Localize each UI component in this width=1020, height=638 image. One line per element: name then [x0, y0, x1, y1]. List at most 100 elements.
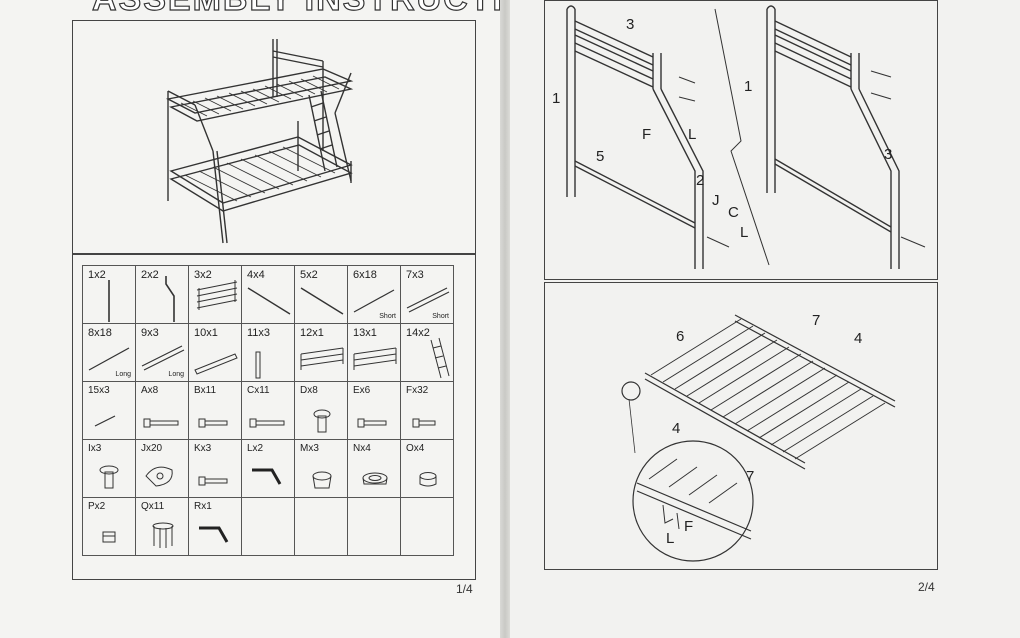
bed-illustration-frame — [72, 20, 476, 254]
foot-cap-icon — [312, 471, 332, 489]
part-label: 8x18 — [88, 327, 112, 339]
part-cell: Jx20 — [135, 439, 189, 498]
part-label: 14x2 — [406, 327, 430, 339]
part-label: Ax8 — [141, 385, 159, 396]
bolt-icon — [198, 418, 228, 428]
slat-clip-icon — [152, 522, 174, 548]
bolt-icon — [357, 418, 387, 428]
callout-top-5: 5 — [596, 148, 605, 165]
parts-row: 15x3 Ax8 Bx11 Cx11 Dx8 Ex6 Fx32 — [82, 381, 454, 440]
square-cap-icon — [102, 531, 116, 543]
part-cell: Bx11 — [188, 381, 242, 440]
part-label: Cx11 — [247, 385, 270, 396]
guard-rail-icon — [300, 347, 344, 370]
callout-top-f: F — [642, 126, 652, 143]
callout-bottom-4: 4 — [854, 330, 863, 347]
slat-assembly-diagram — [621, 314, 896, 562]
part-cell — [294, 497, 348, 556]
part-label: Ex6 — [353, 385, 371, 396]
callout-bottom-f: F — [684, 518, 694, 535]
callout-top-j: J — [712, 192, 720, 209]
side-rail-icon — [247, 287, 291, 315]
slat-icon — [353, 289, 395, 313]
part-label: Dx8 — [300, 385, 318, 396]
part-cell — [400, 497, 454, 556]
slat-icon — [88, 347, 130, 371]
parts-table-frame — [72, 254, 476, 580]
guard-rail-icon — [353, 347, 397, 370]
binding-gutter — [500, 0, 510, 638]
part-label: 7x3 — [406, 269, 424, 281]
part-label: Fx32 — [406, 385, 429, 396]
callout-top-1: 1 — [552, 90, 561, 107]
part-label: 6x18 — [353, 269, 377, 281]
rod-icon — [94, 415, 116, 427]
part-cell: 10x1 — [188, 323, 242, 382]
page-number-left: 1/4 — [456, 582, 473, 596]
part-cell: 12x1 — [294, 323, 348, 382]
part-cell: 13x1 — [347, 323, 401, 382]
part-variant: Short — [379, 313, 396, 320]
callout-top-3: 3 — [626, 16, 635, 33]
callout-bottom-7-lower: 7 — [746, 468, 755, 485]
part-label: Lx2 — [247, 443, 264, 454]
part-cell: Lx2 — [241, 439, 295, 498]
part-cell: 5x2 — [294, 265, 348, 324]
callout-top-l: L — [688, 126, 697, 143]
callout-top-l2: L — [740, 224, 749, 241]
long-bolt-icon — [143, 418, 179, 428]
allen-key-icon — [199, 526, 229, 543]
short-tube-icon — [255, 351, 261, 379]
callout-bottom-l: L — [666, 530, 675, 547]
slat-assembly-frame — [544, 282, 938, 570]
part-label: Nx4 — [353, 443, 371, 454]
headboard-assembly-diagram — [566, 5, 926, 269]
page-number-right: 2/4 — [918, 580, 935, 594]
part-label: Mx3 — [300, 443, 319, 454]
part-label: 13x1 — [353, 327, 377, 339]
page-left: ASSEMBLY INSTRUCTION — [0, 0, 558, 638]
page-title: ASSEMBLY INSTRUCTION — [91, 0, 559, 19]
part-cell: 1x2 — [82, 265, 136, 324]
part-label: 5x2 — [300, 269, 318, 281]
callout-bottom-7: 7 — [812, 312, 821, 329]
part-label: Qx11 — [141, 501, 165, 512]
side-rail-icon — [300, 287, 344, 315]
part-variant: Long — [115, 371, 131, 378]
part-label: Ix3 — [88, 443, 102, 454]
headboard-panel-icon — [196, 280, 238, 310]
cap-nut-icon — [99, 465, 119, 489]
part-label: Jx20 — [141, 443, 163, 454]
part-label: 12x1 — [300, 327, 324, 339]
callout-top-c: C — [728, 204, 739, 221]
slat-pair-icon — [406, 287, 450, 313]
part-label: 9x3 — [141, 327, 159, 339]
part-label: Px2 — [88, 501, 106, 512]
part-label: Rx1 — [194, 501, 212, 512]
part-cell — [241, 497, 295, 556]
part-cell: Rx1 — [188, 497, 242, 556]
part-label: 15x3 — [88, 385, 110, 396]
callout-top-2: 2 — [696, 172, 705, 189]
washer-icon — [145, 466, 173, 487]
part-cell: Ix3 — [82, 439, 136, 498]
part-cell: Nx4 — [347, 439, 401, 498]
part-cell: Qx11 — [135, 497, 189, 556]
callout-top-1-right: 1 — [744, 78, 753, 95]
part-label: 4x4 — [247, 269, 265, 281]
part-label: 3x2 — [194, 269, 212, 281]
part-label: 2x2 — [141, 269, 159, 281]
part-label: 10x1 — [194, 327, 218, 339]
part-cell: Ox4 — [400, 439, 454, 498]
callout-top-3-right: 3 — [884, 146, 893, 163]
part-variant: Long — [168, 371, 184, 378]
bent-post-icon — [165, 276, 175, 322]
part-cell: 14x2 — [400, 323, 454, 382]
part-label: Ox4 — [406, 443, 425, 454]
